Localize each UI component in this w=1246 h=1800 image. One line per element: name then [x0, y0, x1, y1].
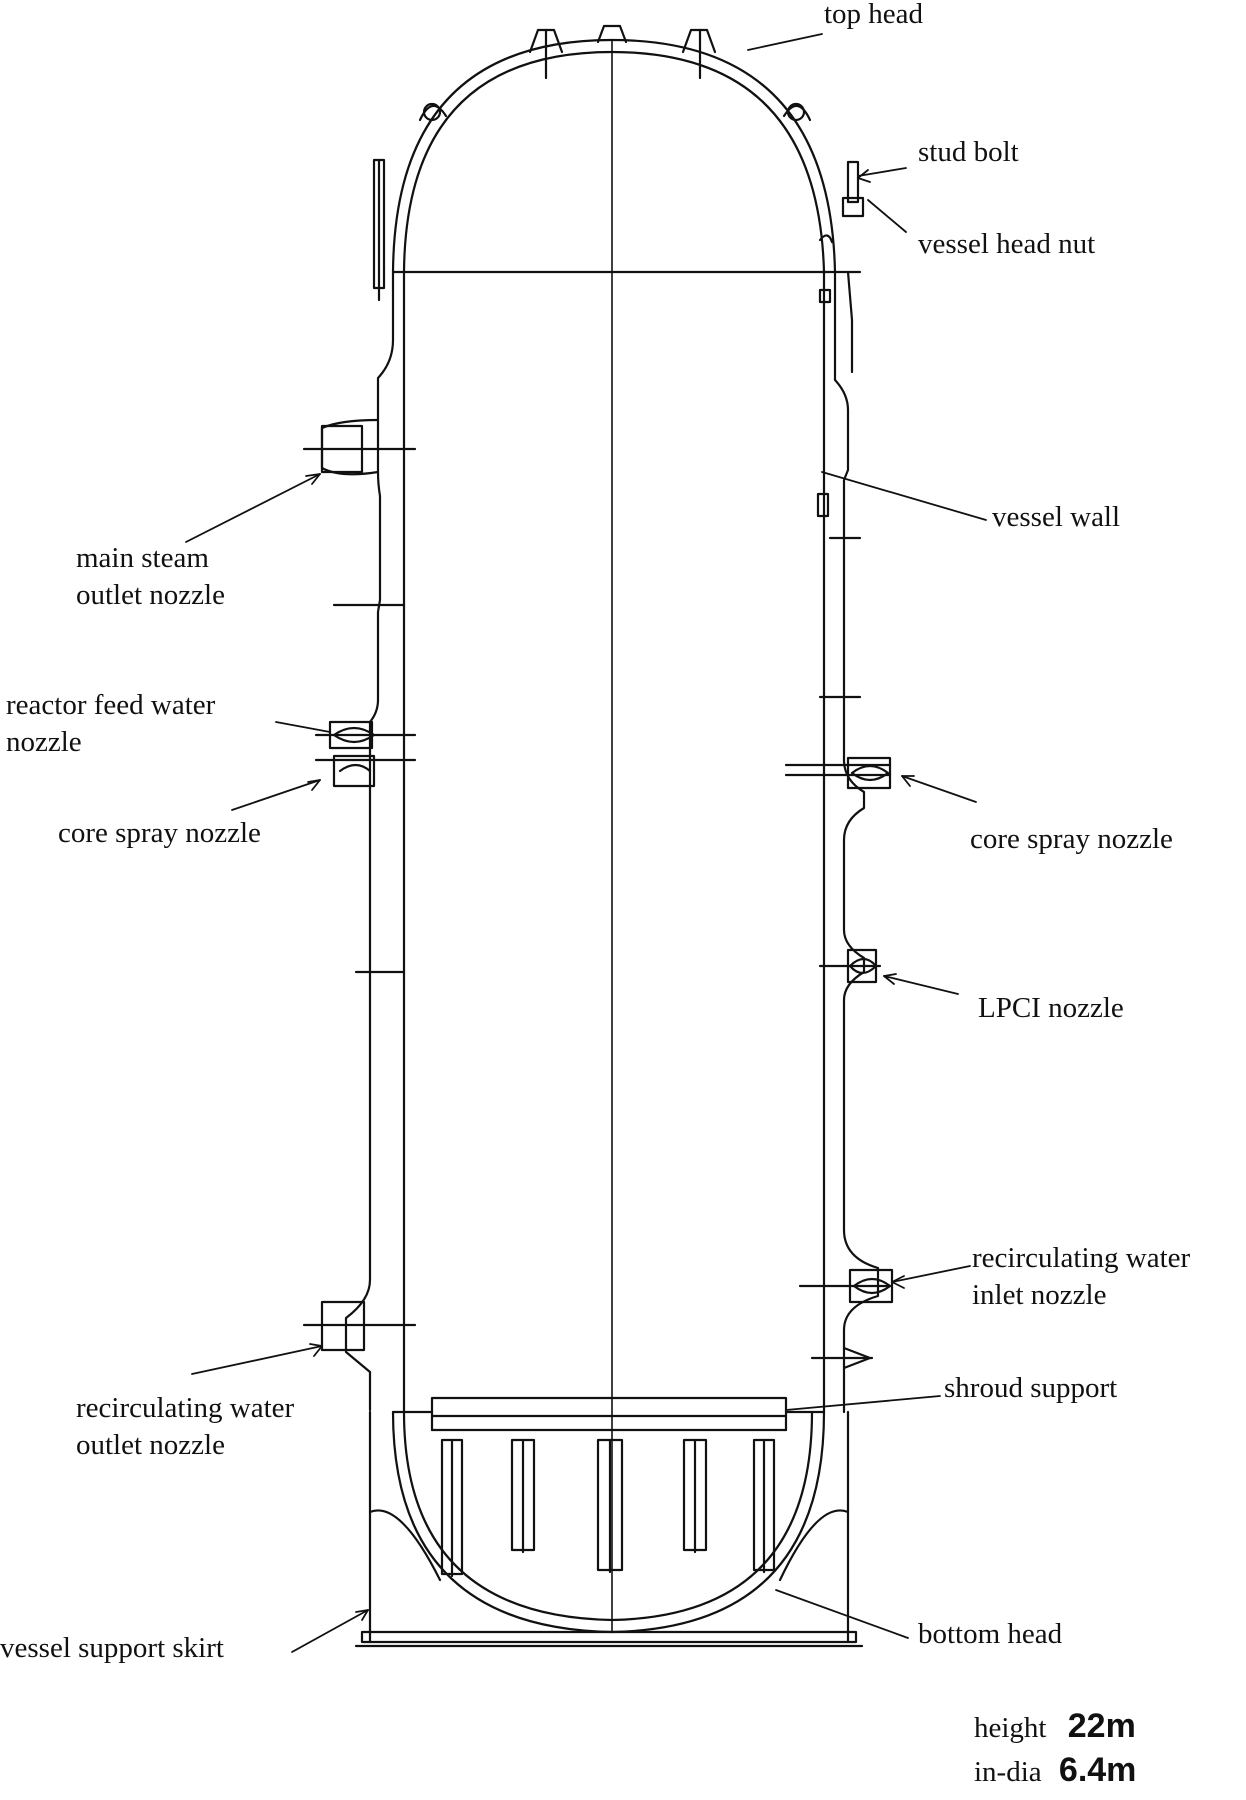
label-line: main steam	[76, 542, 209, 574]
label-vessel-wall: vessel wall	[992, 501, 1121, 533]
spec-inner-diameter: in-dia 6.4m	[974, 1750, 1136, 1792]
label-line: nozzle	[6, 726, 82, 758]
right-vessel-wall	[786, 235, 892, 1412]
stud-bolt-assembly	[374, 160, 863, 300]
label-shroud-support: shroud support	[944, 1372, 1118, 1404]
spec-height: height 22m	[974, 1706, 1136, 1748]
spec-india-label: in-dia	[974, 1756, 1042, 1788]
label-vessel-head-nut: vessel head nut	[918, 228, 1096, 260]
vessel-support-skirt	[356, 1412, 862, 1646]
label-core-spray-nozzle-left: core spray nozzle	[58, 817, 261, 849]
label-top-head: top head	[824, 0, 924, 30]
label-line: recirculating water	[972, 1242, 1191, 1274]
label-stud-bolt: stud bolt	[918, 136, 1019, 168]
label-line: reactor feed water	[6, 689, 216, 721]
shroud-support	[393, 1398, 824, 1576]
left-vessel-wall	[304, 272, 415, 1412]
label-line: recirculating water	[76, 1392, 295, 1424]
spec-height-label: height	[974, 1712, 1047, 1744]
label-vessel-support-skirt: vessel support skirt	[0, 1632, 224, 1664]
label-core-spray-nozzle-right: core spray nozzle	[970, 823, 1173, 855]
leader-lines	[186, 34, 986, 1652]
spec-height-value: 22m	[1067, 1707, 1136, 1745]
bottom-head	[393, 1412, 824, 1632]
label-bottom-head: bottom head	[918, 1618, 1063, 1650]
label-lpci-nozzle: LPCI nozzle	[978, 992, 1124, 1024]
spec-india-value: 6.4m	[1058, 1751, 1137, 1789]
label-line: outlet nozzle	[76, 579, 225, 611]
label-recirculating-water-outlet-nozzle: recirculating water outlet nozzle	[76, 1390, 294, 1464]
label-reactor-feed-water-nozzle: reactor feed water nozzle	[6, 687, 215, 761]
label-line: outlet nozzle	[76, 1429, 225, 1461]
label-main-steam-outlet-nozzle: main steam outlet nozzle	[76, 540, 225, 614]
top-head-dome	[393, 26, 835, 272]
label-recirculating-water-inlet-nozzle: recirculating water inlet nozzle	[972, 1240, 1190, 1314]
label-line: inlet nozzle	[972, 1279, 1107, 1311]
